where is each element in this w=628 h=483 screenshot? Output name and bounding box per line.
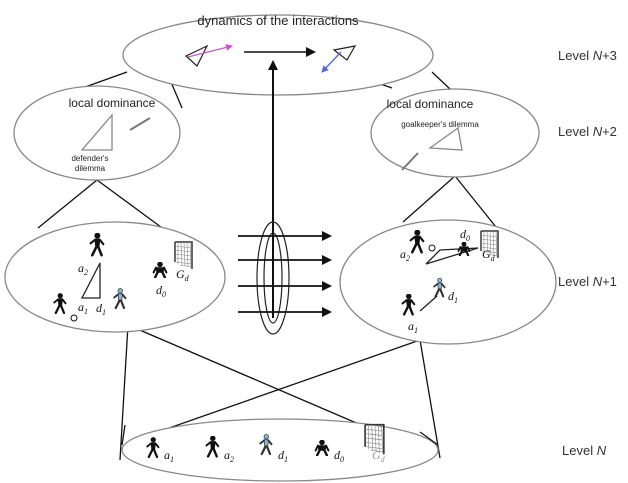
label-gd-bottom: Gd — [372, 448, 386, 464]
right-n1-segment — [419, 295, 438, 312]
right-segment-icon — [401, 152, 419, 171]
left-triangle-icon — [80, 113, 113, 151]
ball-icon — [70, 314, 78, 322]
right-caption: goalkeeper's dilemma — [401, 120, 479, 129]
n3-triangle-right-icon — [321, 45, 357, 73]
ellipse-level-n2-right — [370, 88, 540, 178]
label-d1-left: d1 — [96, 301, 106, 317]
ball-icon — [428, 244, 436, 252]
right-n1-scene: a2 d0 Gd d1 a1 — [400, 227, 499, 335]
n3-triangle-left-icon — [184, 44, 233, 67]
label-d0-bottom: d0 — [334, 448, 344, 464]
right-local-dominance: local dominance — [387, 97, 474, 111]
label-d0-left: d0 — [156, 283, 166, 299]
label-a1-right: a1 — [408, 319, 418, 335]
title-text: dynamics of the interactions — [197, 13, 359, 28]
right-triangle-icon — [428, 126, 463, 151]
label-a1-bottom: a1 — [164, 448, 174, 464]
level-label-n2: Level N+2 — [558, 124, 617, 139]
label-d0-right: d0 — [460, 227, 470, 243]
left-local-dominance: local dominance — [69, 96, 156, 110]
level-label-n: Level N — [562, 443, 607, 458]
transition-arrows — [238, 231, 332, 317]
level-label-n1: Level N+1 — [558, 274, 617, 289]
label-a2-bottom: a2 — [224, 448, 234, 464]
left-n1-scene: a2 a1 d1 d0 Gd — [53, 233, 193, 322]
left-n1-triangle-icon — [80, 262, 101, 299]
level-n-scene: a1 a2 d1 d0 Gd — [146, 423, 386, 464]
cone-lines-inner — [121, 424, 439, 446]
label-d1-bottom: d1 — [278, 448, 288, 464]
left-caption-line1: defender's — [71, 154, 108, 163]
ellipse-level-n — [121, 418, 439, 482]
label-a1-left: a1 — [78, 300, 88, 316]
label-gd-right: Gd — [482, 247, 496, 263]
swirl-icon — [256, 221, 290, 335]
label-a2-right: a2 — [400, 247, 410, 263]
label-gd-left: Gd — [176, 267, 190, 283]
level-label-n3: Level N+3 — [558, 48, 617, 63]
ellipse-level-n1-right — [339, 219, 557, 345]
ellipse-level-n1-left — [4, 221, 226, 333]
left-segment-icon — [129, 117, 151, 131]
ellipse-level-n3 — [122, 14, 434, 96]
left-caption-line2: dilemma — [75, 164, 106, 173]
label-d1-right: d1 — [448, 289, 458, 305]
label-a2-left: a2 — [78, 261, 88, 277]
